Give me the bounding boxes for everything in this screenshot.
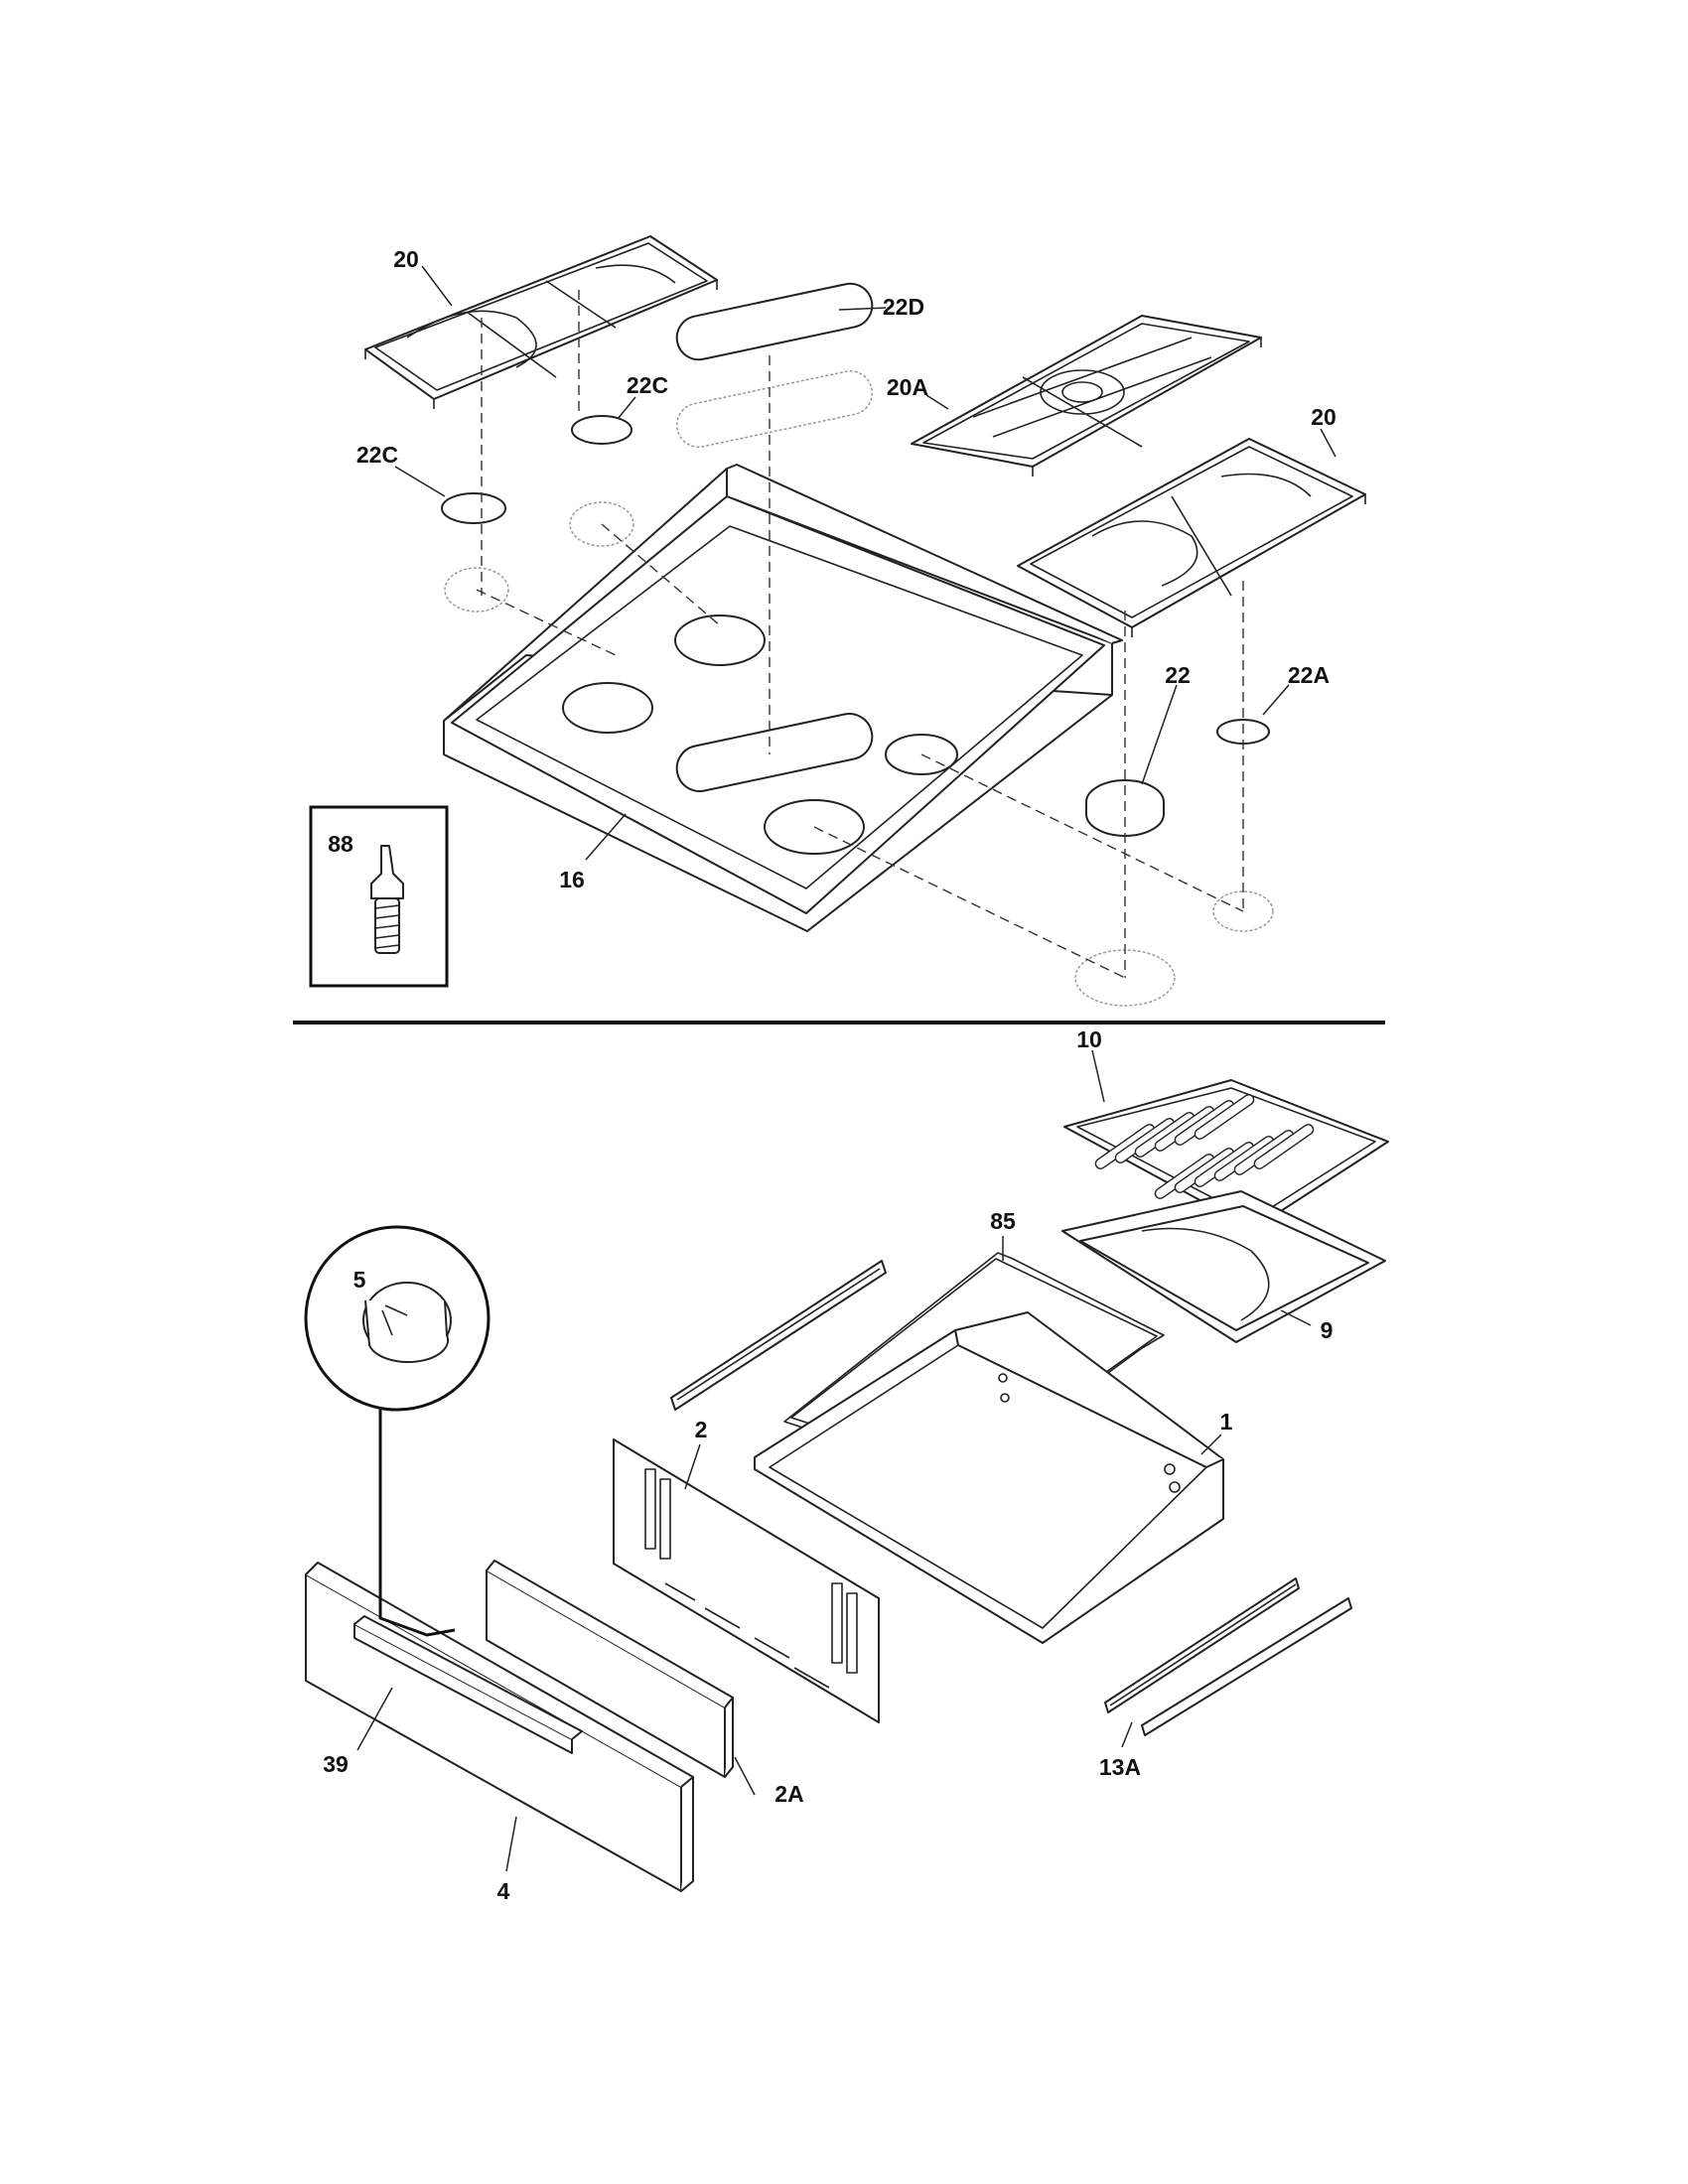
callout-85: 85 [990,1208,1016,1234]
alignment-lines [476,290,1244,979]
broiler-pan [1061,1190,1386,1343]
callout-16: 16 [559,867,585,892]
callout-4: 4 [497,1878,510,1904]
burner-cap-22 [1074,779,1176,1007]
callout-20-left: 20 [393,246,419,272]
callout-22a: 22A [1288,662,1330,688]
right-burner-grate [1017,438,1366,637]
callout-labels: 20 22D 22C 22C 20A 20 22 22A 16 88 10 85… [323,246,1336,1904]
callout-20a: 20A [887,374,928,400]
center-burner-grate [911,315,1262,477]
knob-inset [304,1225,491,1637]
oval-burner-cap [675,282,874,448]
callout-22c-left: 22C [356,442,398,468]
callout-13a: 13A [1099,1754,1141,1780]
callout-22c-top: 22C [627,372,668,398]
callout-5: 5 [353,1267,366,1293]
drawer-handle [353,1615,583,1754]
callout-22: 22 [1165,662,1191,688]
callout-9: 9 [1321,1317,1334,1343]
drawer-rails [1104,1577,1352,1736]
inset-box-88 [309,805,449,988]
callout-2a: 2A [774,1781,803,1807]
cooktop-surface [443,464,1123,932]
callout-22d: 22D [883,294,924,320]
burner-cap-22c-top [569,415,634,547]
drawer-rail-left [670,1260,887,1411]
burner-cap-22c-left [441,492,509,613]
left-burner-grate [364,235,718,409]
callout-1: 1 [1220,1409,1233,1434]
callout-88: 88 [328,831,353,857]
drawer-inner-panel [486,1560,734,1778]
callout-2: 2 [695,1417,708,1442]
broiler-pan-insert [1063,1079,1389,1230]
drawer-body [754,1311,1224,1644]
leader-lines [356,265,1336,1872]
callout-20-right: 20 [1311,404,1336,430]
drawer-back-panel [613,1438,880,1723]
callout-39: 39 [323,1751,349,1777]
callout-10: 10 [1076,1026,1102,1052]
